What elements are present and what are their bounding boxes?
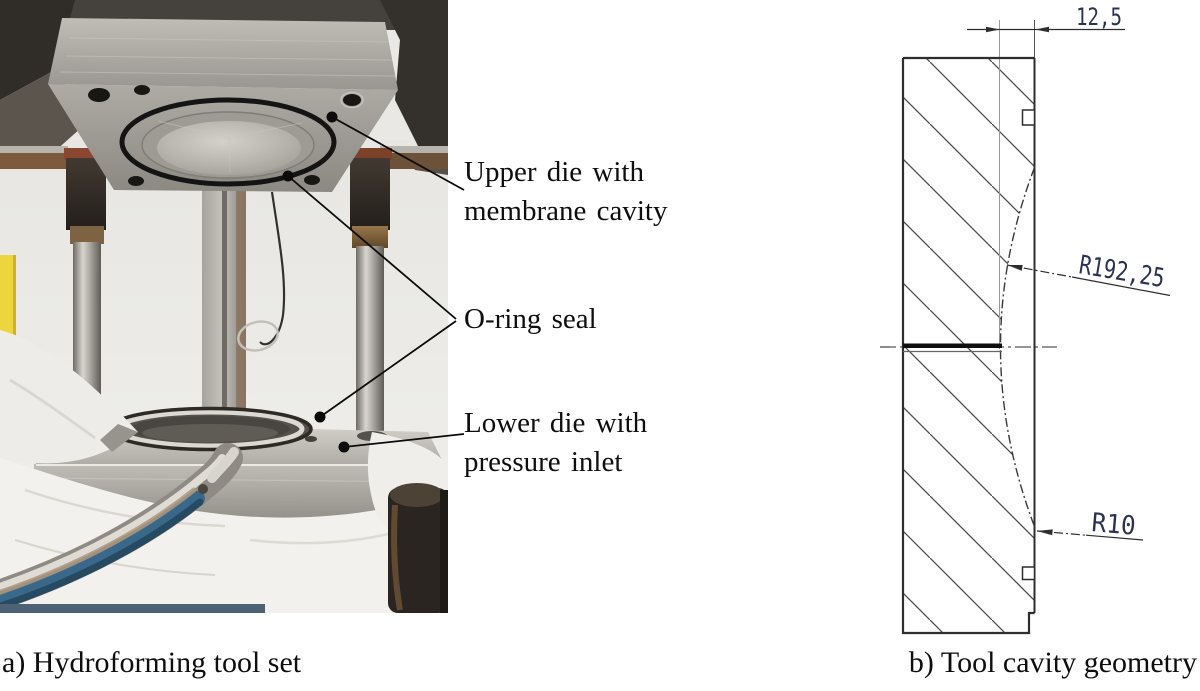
leader-oring-upper	[287, 175, 457, 320]
caption-panel-b: b) Tool cavity geometry	[908, 646, 1197, 679]
dim-arrow-right	[1035, 26, 1049, 33]
radius-arrow	[1007, 265, 1023, 271]
leader-upper-die	[331, 116, 465, 191]
label-upper-die: Upper die with membrane cavity	[464, 156, 668, 227]
leader-dot-oring-lower	[314, 411, 326, 423]
leader-lower-die	[343, 433, 465, 448]
dim-arrow-left	[986, 26, 1000, 33]
fillet-arrow	[1037, 529, 1053, 536]
part-outline	[901, 56, 1036, 635]
photo-annotations	[282, 111, 465, 453]
cavity-drawing: 12,5 R192,25 R10	[880, 3, 1171, 635]
sensor-wire	[237, 191, 286, 352]
yellow-object	[0, 255, 16, 353]
dim-text-cavity-depth: 12,5	[1076, 3, 1122, 31]
membrane-line	[903, 343, 1002, 348]
caption-panel-a: a) Hydroforming tool set	[2, 646, 302, 679]
dimension-cavity-radius: R192,25	[1006, 250, 1171, 297]
photo-hydroforming-tool	[0, 0, 448, 613]
bolt-holes	[88, 85, 361, 186]
label-oring-seal: O-ring seal	[464, 303, 597, 335]
dim-text-cavity-radius: R192,25	[1077, 250, 1167, 294]
wire-loop	[237, 320, 279, 352]
upper-oring	[119, 97, 337, 187]
upper-die	[48, 18, 398, 192]
pressure-inlet-pipe	[0, 443, 243, 611]
hex-nut	[388, 483, 448, 613]
leader-dot-oring-upper	[282, 170, 294, 182]
leader-oring-lower	[319, 320, 457, 418]
guide-rod-right	[348, 148, 392, 440]
dimension-fillet-radius: R10	[1036, 508, 1144, 542]
label-lower-die: Lower die with pressure inlet	[464, 407, 648, 478]
oring-groove-top	[1021, 109, 1036, 126]
oring-groove-bottom	[1021, 566, 1036, 581]
blue-hose	[0, 604, 265, 613]
dim-text-fillet-radius: R10	[1090, 508, 1136, 542]
press-column	[202, 185, 246, 430]
leader-dot-upper-die	[326, 111, 338, 123]
leader-dot-lower-die	[338, 441, 350, 453]
dimension-cavity-depth: 12,5	[967, 3, 1125, 33]
